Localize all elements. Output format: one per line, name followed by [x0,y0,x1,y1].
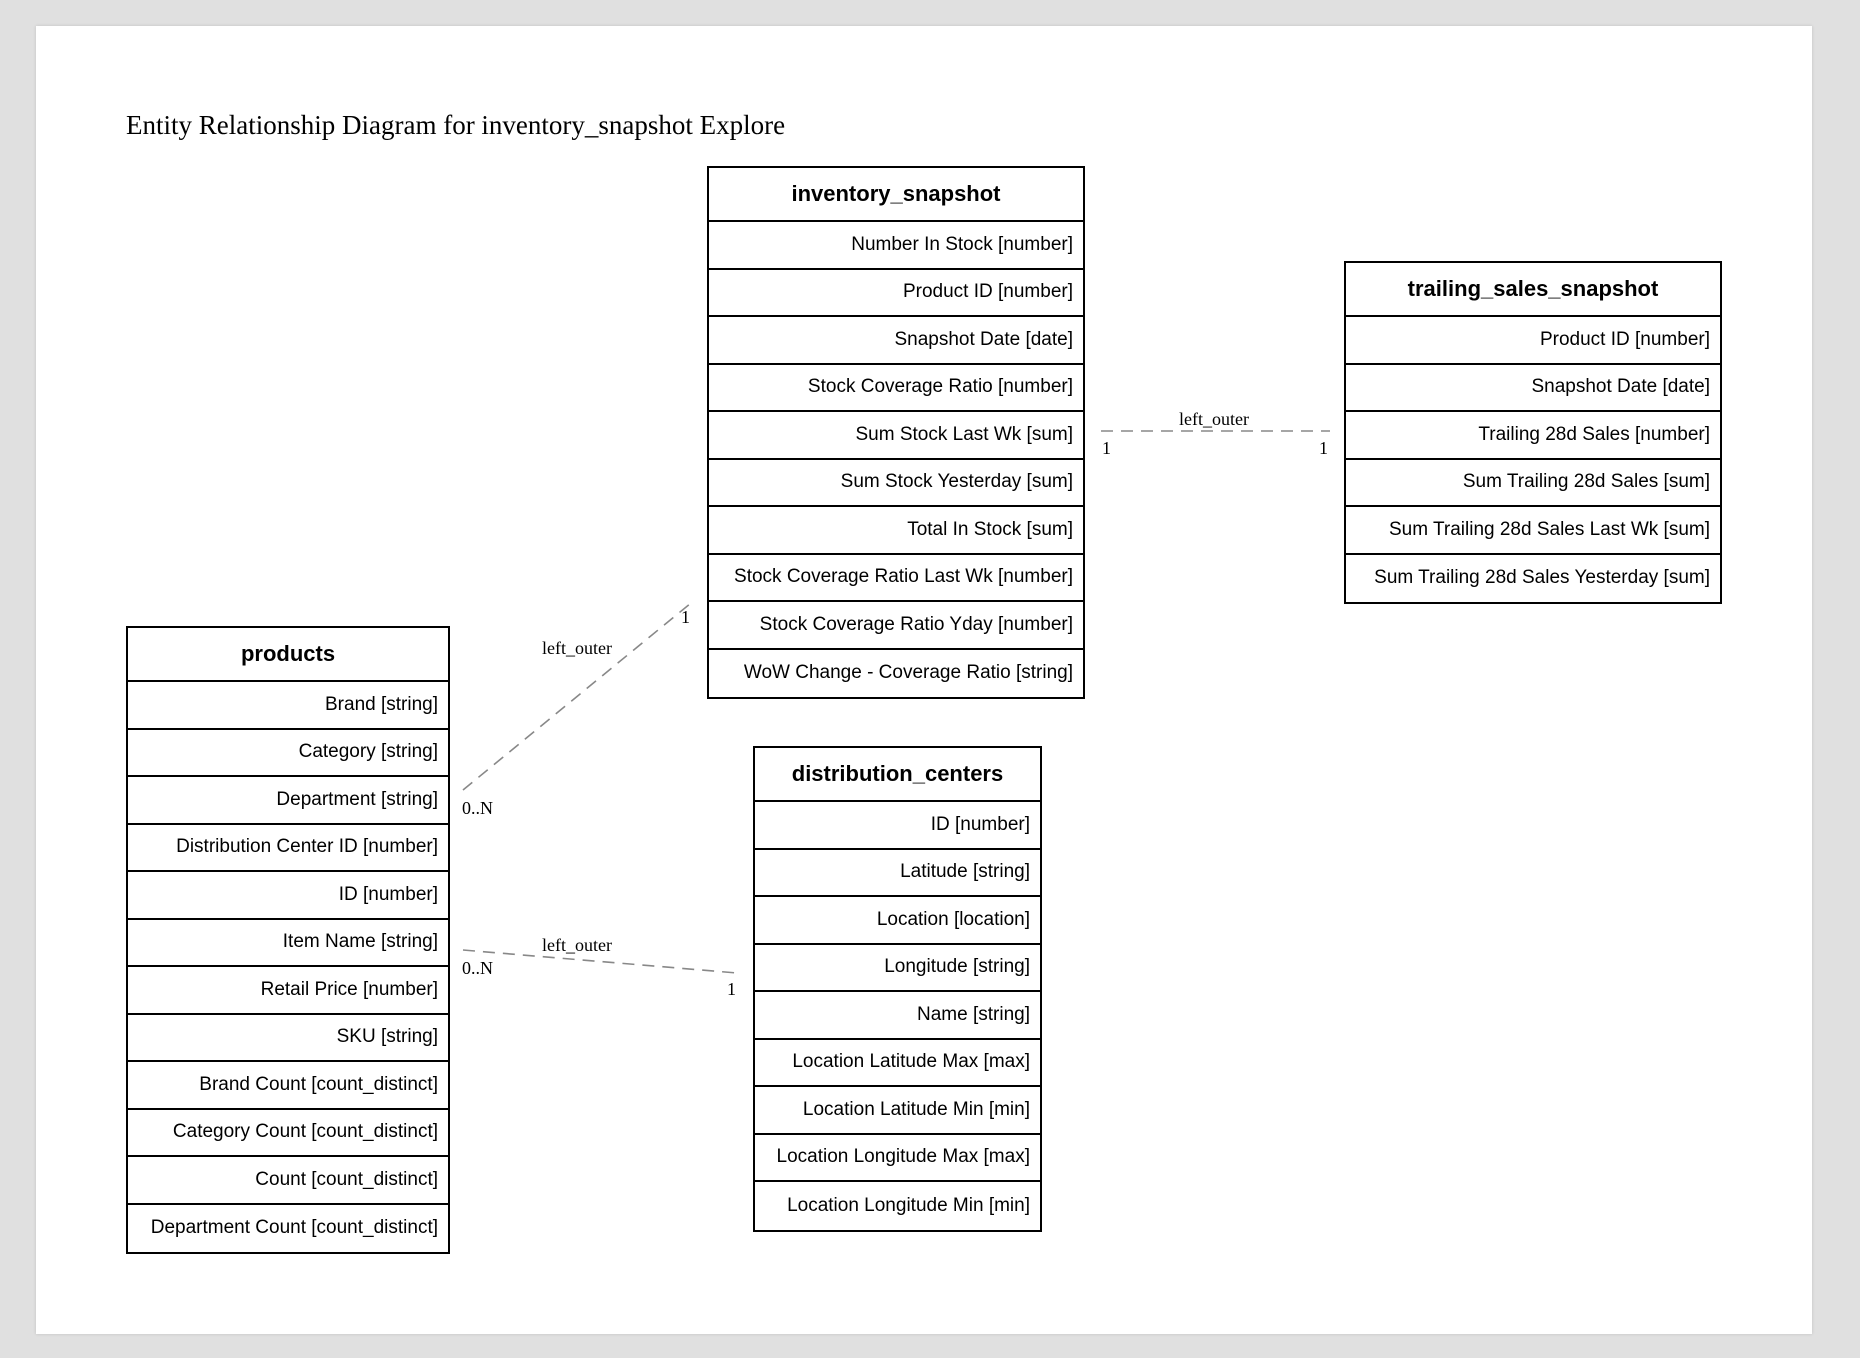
entity-field: Total In Stock [sum] [709,507,1083,555]
entity-field: Department Count [count_distinct] [150,1217,438,1239]
entity-field: Stock Coverage Ratio Last Wk [number] [709,555,1083,602]
entity-field: Sum Trailing 28d Sales [sum] [1346,460,1720,507]
entity-field: Location Latitude Max [max] [755,1040,1040,1087]
entity-field: Location Latitude Min [min] [755,1087,1040,1135]
entity-field: Snapshot Date [date] [1346,365,1720,412]
entity-field: Location Longitude Min [min] [787,1194,1030,1216]
entity-field: Count [count_distinct] [128,1157,448,1205]
entity-field: Product ID [number] [1346,317,1720,365]
entity-field: Item Name [string] [128,920,448,967]
entity-field: Product ID [number] [709,270,1083,317]
entity-field: SKU [string] [128,1015,448,1062]
entity-field: Distribution Center ID [number] [128,825,448,872]
diagram-title: Entity Relationship Diagram for inventor… [126,110,786,140]
entity-field: Snapshot Date [date] [709,317,1083,365]
entity-field: Name [string] [755,992,1040,1040]
entity-field: Stock Coverage Ratio Yday [number] [709,602,1083,650]
entity-header: distribution_centers [755,748,1040,802]
entity-field: Location Longitude Max [max] [755,1135,1040,1182]
entity-field: Category Count [count_distinct] [128,1110,448,1157]
entity-field: WoW Change - Coverage Ratio [string] [743,662,1073,684]
entity-field: Location [location] [755,897,1040,945]
entity-field: Department [string] [128,777,448,825]
entity-field: Sum Trailing 28d Sales Yesterday [sum] [1374,567,1710,589]
entity-products: products Brand [string] Category [string… [126,626,450,1254]
entity-field: ID [number] [128,872,448,920]
entity-field: Sum Trailing 28d Sales Last Wk [sum] [1346,507,1720,555]
entity-field: Sum Stock Last Wk [sum] [709,412,1083,460]
entity-field: Brand [string] [128,682,448,730]
entity-header: inventory_snapshot [709,168,1083,222]
entity-field: Longitude [string] [755,945,1040,992]
entity-field: Latitude [string] [755,850,1040,897]
entity-trailing-sales-snapshot: trailing_sales_snapshot Product ID [numb… [1344,261,1722,604]
entity-field: Stock Coverage Ratio [number] [709,365,1083,412]
entity-field: Category [string] [128,730,448,777]
entity-header: trailing_sales_snapshot [1346,263,1720,317]
entity-distribution-centers: distribution_centers ID [number] Latitud… [753,746,1042,1232]
entity-inventory-snapshot: inventory_snapshot Number In Stock [numb… [707,166,1085,699]
entity-field: Retail Price [number] [128,967,448,1015]
entity-field: Sum Stock Yesterday [sum] [709,460,1083,507]
entity-header: products [128,628,448,682]
entity-field: Number In Stock [number] [709,222,1083,270]
entity-field: Brand Count [count_distinct] [128,1062,448,1110]
entity-field: Trailing 28d Sales [number] [1346,412,1720,460]
entity-field: ID [number] [755,802,1040,850]
